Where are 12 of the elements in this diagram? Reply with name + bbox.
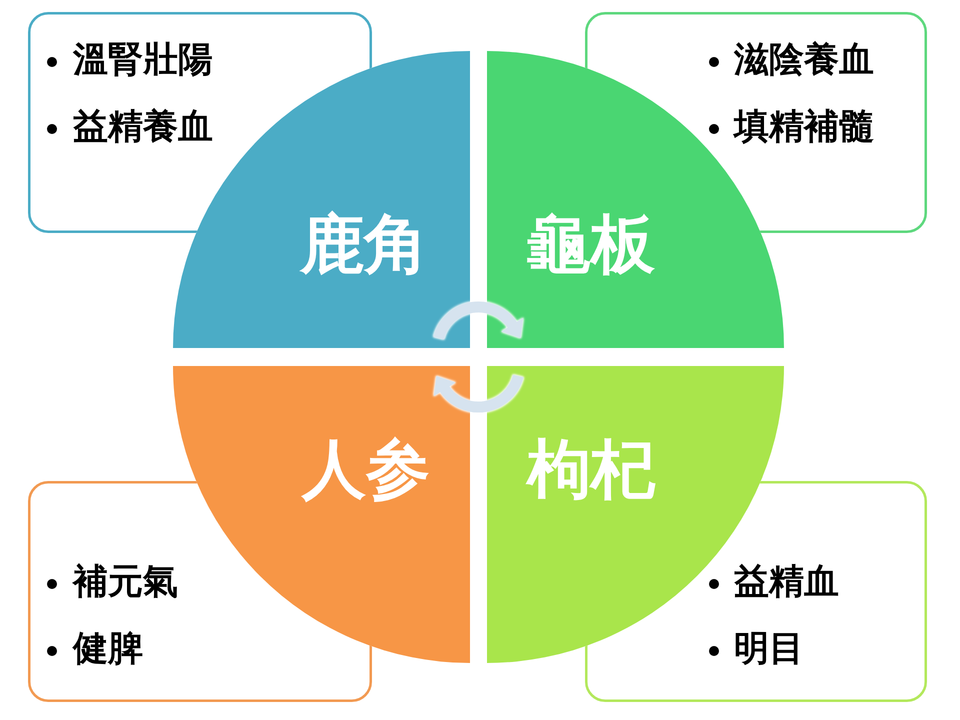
list-item-text: 溫腎壯陽 [73,39,213,81]
list-item-text: 益精養血 [73,106,213,148]
list-item-text: 益精血 [734,561,839,603]
list-item-text: 滋陰養血 [734,39,874,81]
quadrant-label: 枸杞 [527,434,655,506]
list-item-text: 明目 [734,628,804,670]
quadrant-label: 龜板 [527,210,655,280]
list-item-text: 填精補髓 [734,106,874,148]
list-item-text: 補元氣 [73,561,178,603]
quadrant-label: 鹿角 [300,210,428,280]
list-item-text: 健脾 [73,628,143,670]
quadrant-label: 人参 [302,434,430,506]
